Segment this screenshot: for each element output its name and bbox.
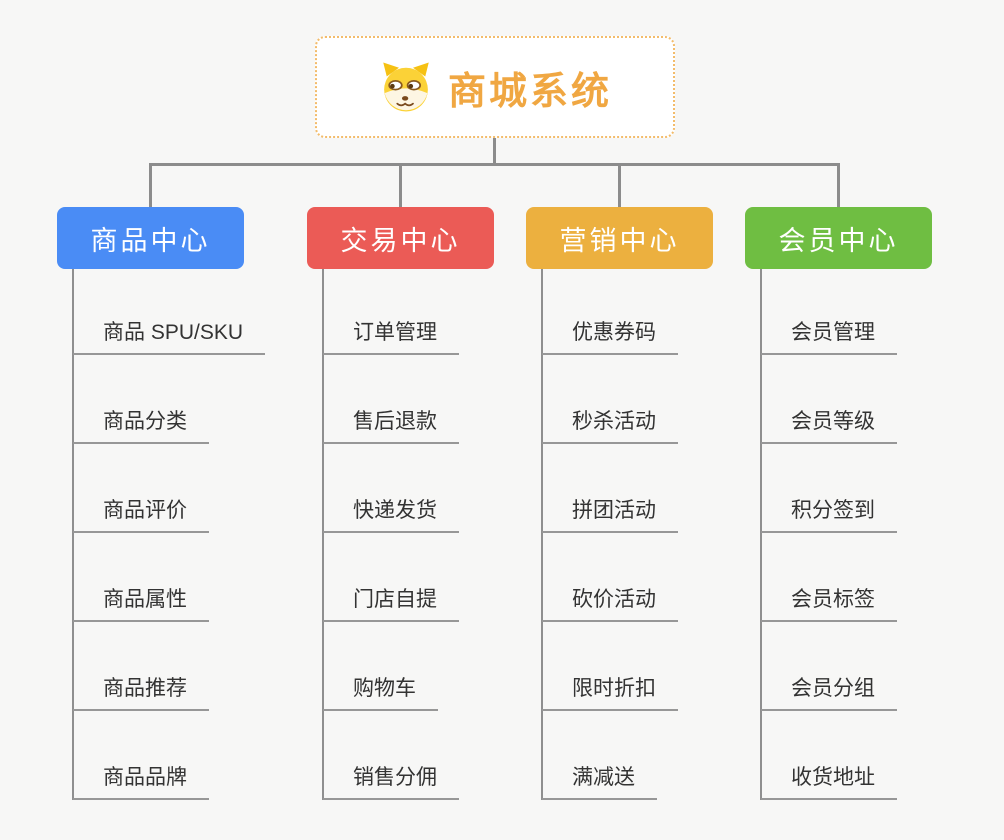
branch-trunk-line-products — [72, 269, 74, 800]
leaf-node[interactable]: 商品属性 — [73, 587, 209, 622]
leaf-node[interactable]: 商品评价 — [73, 498, 209, 533]
leaf-node[interactable]: 购物车 — [323, 676, 438, 711]
branch-drop-line — [399, 163, 402, 207]
branch-drop-line — [149, 163, 152, 207]
leaf-node[interactable]: 商品推荐 — [73, 676, 209, 711]
branch-trunk-line-trade — [322, 269, 324, 800]
leaf-node[interactable]: 门店自提 — [323, 587, 459, 622]
branch-header-trade[interactable]: 交易中心 — [307, 207, 494, 269]
leaf-node[interactable]: 收货地址 — [761, 765, 897, 800]
leaf-node[interactable]: 拼团活动 — [542, 498, 678, 533]
leaf-node[interactable]: 订单管理 — [323, 320, 459, 355]
leaf-node[interactable]: 售后退款 — [323, 409, 459, 444]
branch-header-products[interactable]: 商品中心 — [57, 207, 244, 269]
root-title: 商城系统 — [447, 70, 612, 113]
leaf-node[interactable]: 会员分组 — [761, 676, 897, 711]
branch-trunk-line-marketing — [541, 269, 543, 800]
leaf-node[interactable]: 商品品牌 — [73, 765, 209, 800]
leaf-node[interactable]: 快递发货 — [323, 498, 459, 533]
branch-label: 营销中心 — [559, 225, 680, 256]
leaf-node[interactable]: 会员等级 — [761, 409, 897, 444]
leaf-node[interactable]: 优惠券码 — [542, 320, 678, 355]
shiba-dog-icon — [383, 62, 429, 112]
leaf-node[interactable]: 商品 SPU/SKU — [73, 320, 266, 355]
branch-drop-line — [618, 163, 621, 207]
root-stem-line — [493, 138, 496, 166]
branch-trunk-line-members — [760, 269, 762, 800]
branch-drop-line — [837, 163, 840, 207]
leaf-node[interactable]: 秒杀活动 — [542, 409, 678, 444]
leaf-node[interactable]: 满减送 — [542, 765, 657, 800]
leaf-node[interactable]: 商品分类 — [73, 409, 209, 444]
leaf-node[interactable]: 限时折扣 — [542, 676, 678, 711]
branch-label: 交易中心 — [340, 225, 461, 256]
branch-label: 会员中心 — [778, 225, 899, 256]
branch-header-marketing[interactable]: 营销中心 — [526, 207, 713, 269]
leaf-node[interactable]: 会员管理 — [761, 320, 897, 355]
leaf-node[interactable]: 会员标签 — [761, 587, 897, 622]
branch-label: 商品中心 — [90, 225, 211, 256]
branch-header-members[interactable]: 会员中心 — [745, 207, 932, 269]
leaf-node[interactable]: 销售分佣 — [323, 765, 459, 800]
root-node-mall-system[interactable]: 商城系统 — [315, 36, 675, 138]
horizontal-rail-line — [149, 163, 840, 166]
leaf-node[interactable]: 积分签到 — [761, 498, 897, 533]
leaf-node[interactable]: 砍价活动 — [542, 587, 678, 622]
